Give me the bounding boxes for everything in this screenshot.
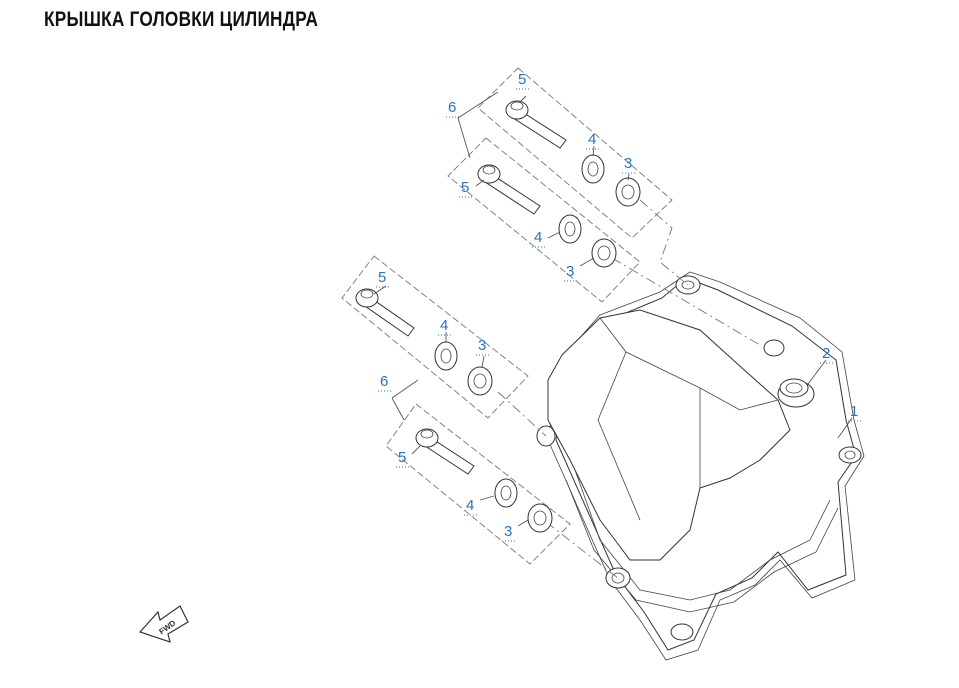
bolt-kit-box-top <box>477 67 673 239</box>
callout-label: 6 <box>380 373 388 390</box>
seal-d <box>527 503 553 533</box>
callout-3-c: 3 <box>476 337 490 356</box>
washer-d <box>494 478 518 508</box>
washer-c <box>434 341 458 371</box>
fwd-arrow-icon: FWD <box>138 605 189 643</box>
leader-5d <box>411 445 421 455</box>
bolt-d <box>415 428 475 475</box>
callout-3-d: 3 <box>502 523 516 542</box>
centerline-top <box>639 199 689 286</box>
leader-2 <box>807 359 827 385</box>
callout-4-a: 4 <box>586 131 600 150</box>
leader-1 <box>837 417 853 439</box>
callout-label: 3 <box>566 263 574 280</box>
washer-b <box>558 214 582 244</box>
callout-6-upper: 6 <box>446 99 460 118</box>
leader-5b <box>475 179 485 187</box>
callout-4-d: 4 <box>464 497 478 516</box>
callout-label: 5 <box>378 269 386 286</box>
callout-label: 2 <box>822 345 830 362</box>
bolt-kit-box-bottom <box>385 403 571 565</box>
callout-5-d: 5 <box>396 449 410 468</box>
cylinder-head-cover <box>536 271 865 661</box>
leader-3d <box>517 519 529 527</box>
centerline-upper-mid <box>611 257 761 346</box>
callout-label: 6 <box>448 99 456 116</box>
oil-filler-plug <box>777 378 815 408</box>
leader-4a <box>592 145 595 157</box>
washer-a <box>581 154 605 184</box>
callout-label: 5 <box>518 71 526 88</box>
callout-label: 3 <box>504 523 512 540</box>
callout-3-a: 3 <box>622 155 636 174</box>
leader-6-lower <box>391 379 419 421</box>
callout-label: 5 <box>398 449 406 466</box>
bolt-b <box>477 164 541 215</box>
bolt-a <box>505 100 567 149</box>
callout-label: 4 <box>588 131 596 148</box>
page-title: КРЫШКА ГОЛОВКИ ЦИЛИНДРА <box>44 8 319 31</box>
callout-6-lower: 6 <box>378 373 392 392</box>
seal-b <box>591 238 617 268</box>
callout-label: 4 <box>466 497 474 514</box>
callout-4-c: 4 <box>438 317 452 336</box>
seal-a <box>615 177 641 207</box>
callout-5-b: 5 <box>459 179 473 198</box>
callout-5-a: 5 <box>516 71 530 90</box>
leader-4b <box>547 231 561 239</box>
callout-5-c: 5 <box>376 269 390 288</box>
callout-3-b: 3 <box>564 263 578 282</box>
leader-4d <box>479 495 495 501</box>
bolt-kit-box-lower-mid <box>341 255 529 419</box>
callout-4-b: 4 <box>532 229 546 248</box>
callout-label: 3 <box>624 155 632 172</box>
callout-label: 5 <box>461 179 469 196</box>
callout-label: 1 <box>850 403 858 420</box>
callout-label: 4 <box>534 229 542 246</box>
callout-label: 3 <box>478 337 486 354</box>
callout-label: 4 <box>440 317 448 334</box>
centerline-lower-mid <box>497 391 547 437</box>
callout-1: 1 <box>848 403 862 422</box>
leader-5c <box>373 285 387 295</box>
centerline-bottom <box>545 521 619 579</box>
leader-3b <box>579 257 595 267</box>
leader-5a <box>519 95 527 103</box>
leader-6-upper <box>457 91 499 159</box>
bolt-c <box>355 288 415 337</box>
callout-2: 2 <box>820 345 834 364</box>
leader-3a <box>627 173 630 181</box>
bolt-kit-box-upper-mid <box>447 137 641 303</box>
seal-c <box>467 366 493 396</box>
leader-3c <box>481 355 485 368</box>
